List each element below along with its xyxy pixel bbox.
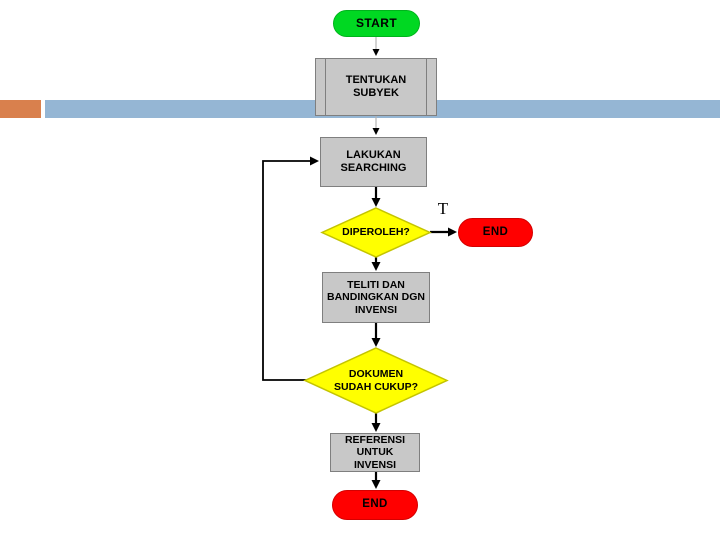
dokumen-decision-node: DOKUMEN SUDAH CUKUP? — [305, 348, 447, 413]
diperoleh-decision-node: DIPEROLEH? — [322, 208, 430, 257]
dokumen-diamond-shape — [303, 347, 449, 414]
end-right-node: END — [458, 218, 533, 247]
tentukan-subyek-node: TENTUKAN SUBYEK — [315, 58, 437, 116]
end-bottom-label: END — [362, 498, 388, 511]
diperoleh-diamond-shape — [320, 207, 432, 258]
predefined-process-left-bar — [325, 59, 326, 115]
predefined-process-right-bar — [426, 59, 427, 115]
referensi-invensi-node: REFERENSI UNTUK INVENSI — [330, 433, 420, 472]
end-right-label: END — [482, 225, 509, 238]
diperoleh-decision-label: DIPEROLEH? — [342, 226, 410, 239]
start-node-label: START — [355, 16, 398, 31]
end-bottom-node: END — [332, 490, 418, 520]
referensi-invensi-label: REFERENSI UNTUK INVENSI — [344, 433, 406, 471]
orange-accent-bar — [0, 100, 41, 118]
teliti-bandingkan-label: TELITI DAN BANDINGKAN DGN INVENSI — [327, 278, 425, 316]
edge-label-t: T — [437, 199, 449, 218]
teliti-bandingkan-node: TELITI DAN BANDINGKAN DGN INVENSI — [322, 272, 430, 323]
edge-dokumen-loop-lakukan — [262, 156, 319, 381]
start-node: START — [333, 10, 420, 37]
lakukan-searching-label: LAKUKAN SEARCHING — [340, 149, 407, 174]
dokumen-decision-label: DOKUMEN SUDAH CUKUP? — [334, 368, 418, 393]
tentukan-subyek-label: TENTUKAN SUBYEK — [345, 74, 407, 99]
lakukan-searching-node: LAKUKAN SEARCHING — [320, 137, 427, 187]
